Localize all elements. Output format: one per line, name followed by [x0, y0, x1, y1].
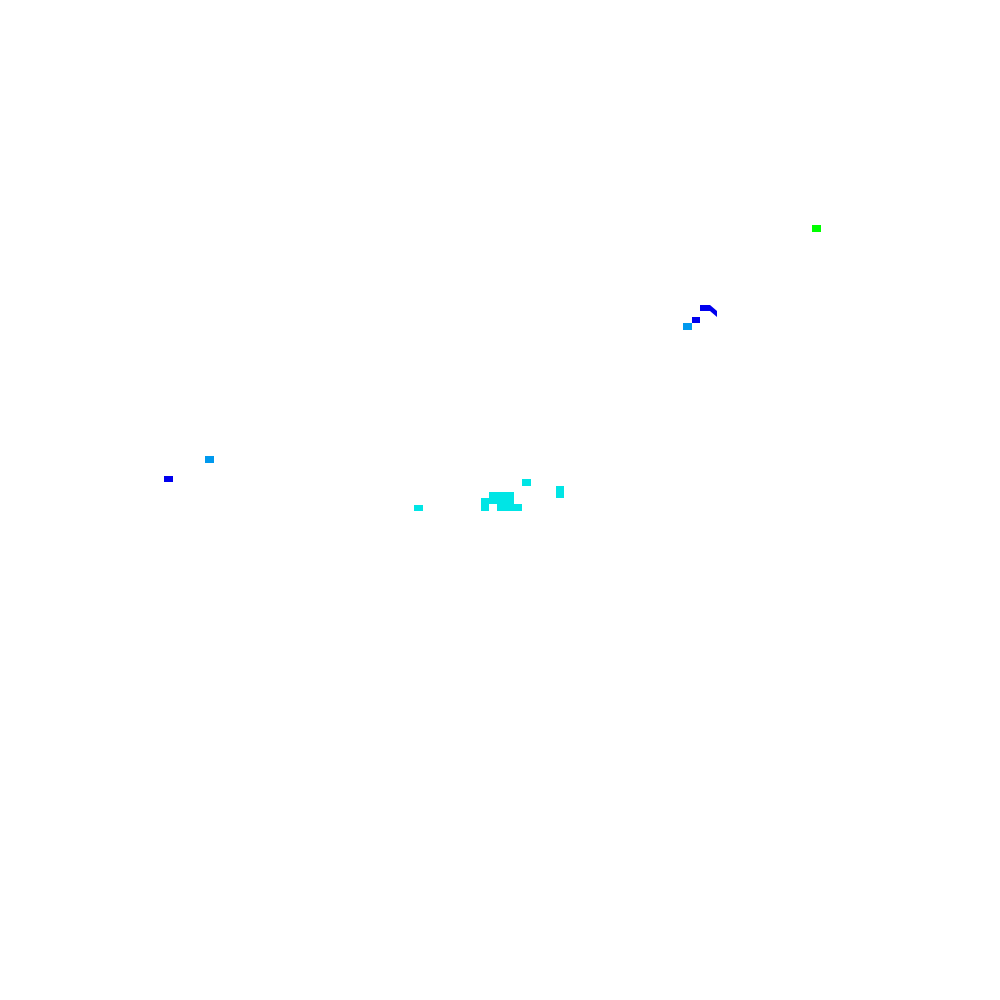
azure-speck-right — [683, 323, 692, 330]
blue-arc-fragment — [700, 305, 717, 317]
cyan-speck-left — [414, 505, 423, 511]
blue-speck-left — [164, 476, 173, 482]
cyan-speck-top — [522, 479, 531, 486]
cyan-blob — [481, 492, 522, 511]
blue-speck-right — [692, 317, 700, 323]
azure-speck-left — [205, 456, 214, 463]
cyan-speck-right — [556, 486, 564, 498]
green-speck — [812, 225, 821, 232]
